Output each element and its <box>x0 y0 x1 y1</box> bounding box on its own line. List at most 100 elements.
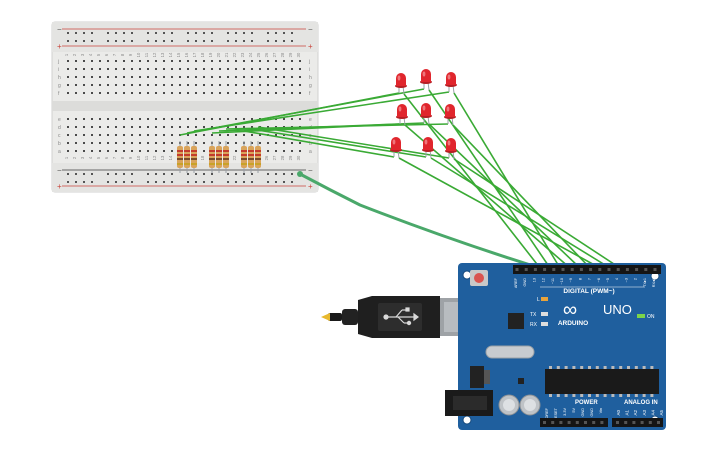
breadboard-hole[interactable] <box>163 68 165 70</box>
signal-wire[interactable] <box>452 124 591 269</box>
breadboard-hole[interactable] <box>187 68 189 70</box>
rail-hole[interactable] <box>243 32 245 34</box>
breadboard-hole[interactable] <box>171 134 173 136</box>
breadboard-hole[interactable] <box>219 60 221 62</box>
rail-hole[interactable] <box>283 40 285 42</box>
breadboard-hole[interactable] <box>243 68 245 70</box>
rail-hole[interactable] <box>147 173 149 175</box>
breadboard-hole[interactable] <box>259 84 261 86</box>
rail-hole[interactable] <box>67 32 69 34</box>
resistor[interactable] <box>223 141 229 173</box>
breadboard-hole[interactable] <box>83 84 85 86</box>
breadboard-hole[interactable] <box>267 68 269 70</box>
rail-hole[interactable] <box>251 32 253 34</box>
rail-hole[interactable] <box>115 173 117 175</box>
breadboard-hole[interactable] <box>163 76 165 78</box>
led[interactable] <box>390 137 402 159</box>
digital-pin[interactable] <box>653 268 657 271</box>
signal-wire[interactable] <box>428 89 551 269</box>
breadboard-hole[interactable] <box>67 118 69 120</box>
rail-hole[interactable] <box>267 181 269 183</box>
breadboard-hole[interactable] <box>139 60 141 62</box>
breadboard-hole[interactable] <box>299 92 301 94</box>
rail-hole[interactable] <box>291 40 293 42</box>
rail-hole[interactable] <box>283 173 285 175</box>
rail-hole[interactable] <box>75 32 77 34</box>
breadboard-hole[interactable] <box>187 134 189 136</box>
breadboard-hole[interactable] <box>99 68 101 70</box>
breadboard-hole[interactable] <box>299 150 301 152</box>
signal-wire[interactable] <box>403 93 541 269</box>
breadboard-hole[interactable] <box>123 150 125 152</box>
breadboard-hole[interactable] <box>163 134 165 136</box>
rail-hole[interactable] <box>75 181 77 183</box>
breadboard-hole[interactable] <box>139 142 141 144</box>
resistor[interactable] <box>255 141 261 173</box>
rail-hole[interactable] <box>267 40 269 42</box>
breadboard-hole[interactable] <box>131 126 133 128</box>
digital-pin[interactable] <box>579 268 583 271</box>
breadboard-hole[interactable] <box>115 92 117 94</box>
breadboard-hole[interactable] <box>211 92 213 94</box>
led-group[interactable] <box>390 69 457 160</box>
breadboard-hole[interactable] <box>195 76 197 78</box>
breadboard-hole[interactable] <box>227 60 229 62</box>
breadboard-hole[interactable] <box>195 84 197 86</box>
rail-hole[interactable] <box>211 173 213 175</box>
breadboard-hole[interactable] <box>131 134 133 136</box>
analog-pin[interactable] <box>657 421 660 424</box>
breadboard-hole[interactable] <box>195 142 197 144</box>
breadboard-hole[interactable] <box>195 92 197 94</box>
breadboard-hole[interactable] <box>171 118 173 120</box>
analog-pin[interactable] <box>640 421 644 424</box>
rail-hole[interactable] <box>107 173 109 175</box>
power-pin[interactable] <box>584 421 587 424</box>
breadboard-hole[interactable] <box>219 76 221 78</box>
digital-pin[interactable] <box>570 268 574 271</box>
breadboard-hole[interactable] <box>243 76 245 78</box>
rail-hole[interactable] <box>243 40 245 42</box>
breadboard-hole[interactable] <box>195 126 197 128</box>
breadboard-hole[interactable] <box>275 92 277 94</box>
breadboard-hole[interactable] <box>83 142 85 144</box>
rail-hole[interactable] <box>123 173 125 175</box>
breadboard-hole[interactable] <box>203 84 205 86</box>
rail-hole[interactable] <box>75 40 77 42</box>
digital-pin[interactable] <box>625 268 629 271</box>
power-pin[interactable] <box>600 421 604 424</box>
breadboard-hole[interactable] <box>91 118 93 120</box>
rail-hole[interactable] <box>187 32 189 34</box>
breadboard-hole[interactable] <box>91 134 93 136</box>
breadboard-hole[interactable] <box>275 84 277 86</box>
breadboard-hole[interactable] <box>163 142 165 144</box>
breadboard-hole[interactable] <box>203 92 205 94</box>
breadboard-hole[interactable] <box>243 84 245 86</box>
rail-hole[interactable] <box>275 173 277 175</box>
breadboard-hole[interactable] <box>75 150 77 152</box>
breadboard-hole[interactable] <box>243 60 245 62</box>
breadboard-holes[interactable] <box>67 32 301 183</box>
rail-hole[interactable] <box>187 40 189 42</box>
breadboard-hole[interactable] <box>115 76 117 78</box>
breadboard-hole[interactable] <box>155 118 157 120</box>
digital-pin[interactable] <box>635 268 639 271</box>
breadboard-hole[interactable] <box>211 118 213 120</box>
resistor-array[interactable] <box>177 141 261 173</box>
led-wire[interactable] <box>243 130 395 158</box>
breadboard-hole[interactable] <box>211 126 213 128</box>
breadboard-hole[interactable] <box>99 76 101 78</box>
breadboard-hole[interactable] <box>227 92 229 94</box>
breadboard-hole[interactable] <box>67 76 69 78</box>
breadboard-hole[interactable] <box>75 76 77 78</box>
rail-hole[interactable] <box>163 173 165 175</box>
breadboard-hole[interactable] <box>99 84 101 86</box>
breadboard-hole[interactable] <box>299 142 301 144</box>
digital-pin[interactable] <box>515 268 519 271</box>
rail-hole[interactable] <box>227 181 229 183</box>
breadboard-hole[interactable] <box>147 68 149 70</box>
power-pin[interactable] <box>559 421 563 424</box>
led[interactable] <box>422 137 434 159</box>
breadboard-hole[interactable] <box>67 92 69 94</box>
breadboard-hole[interactable] <box>179 60 181 62</box>
breadboard-hole[interactable] <box>283 84 285 86</box>
